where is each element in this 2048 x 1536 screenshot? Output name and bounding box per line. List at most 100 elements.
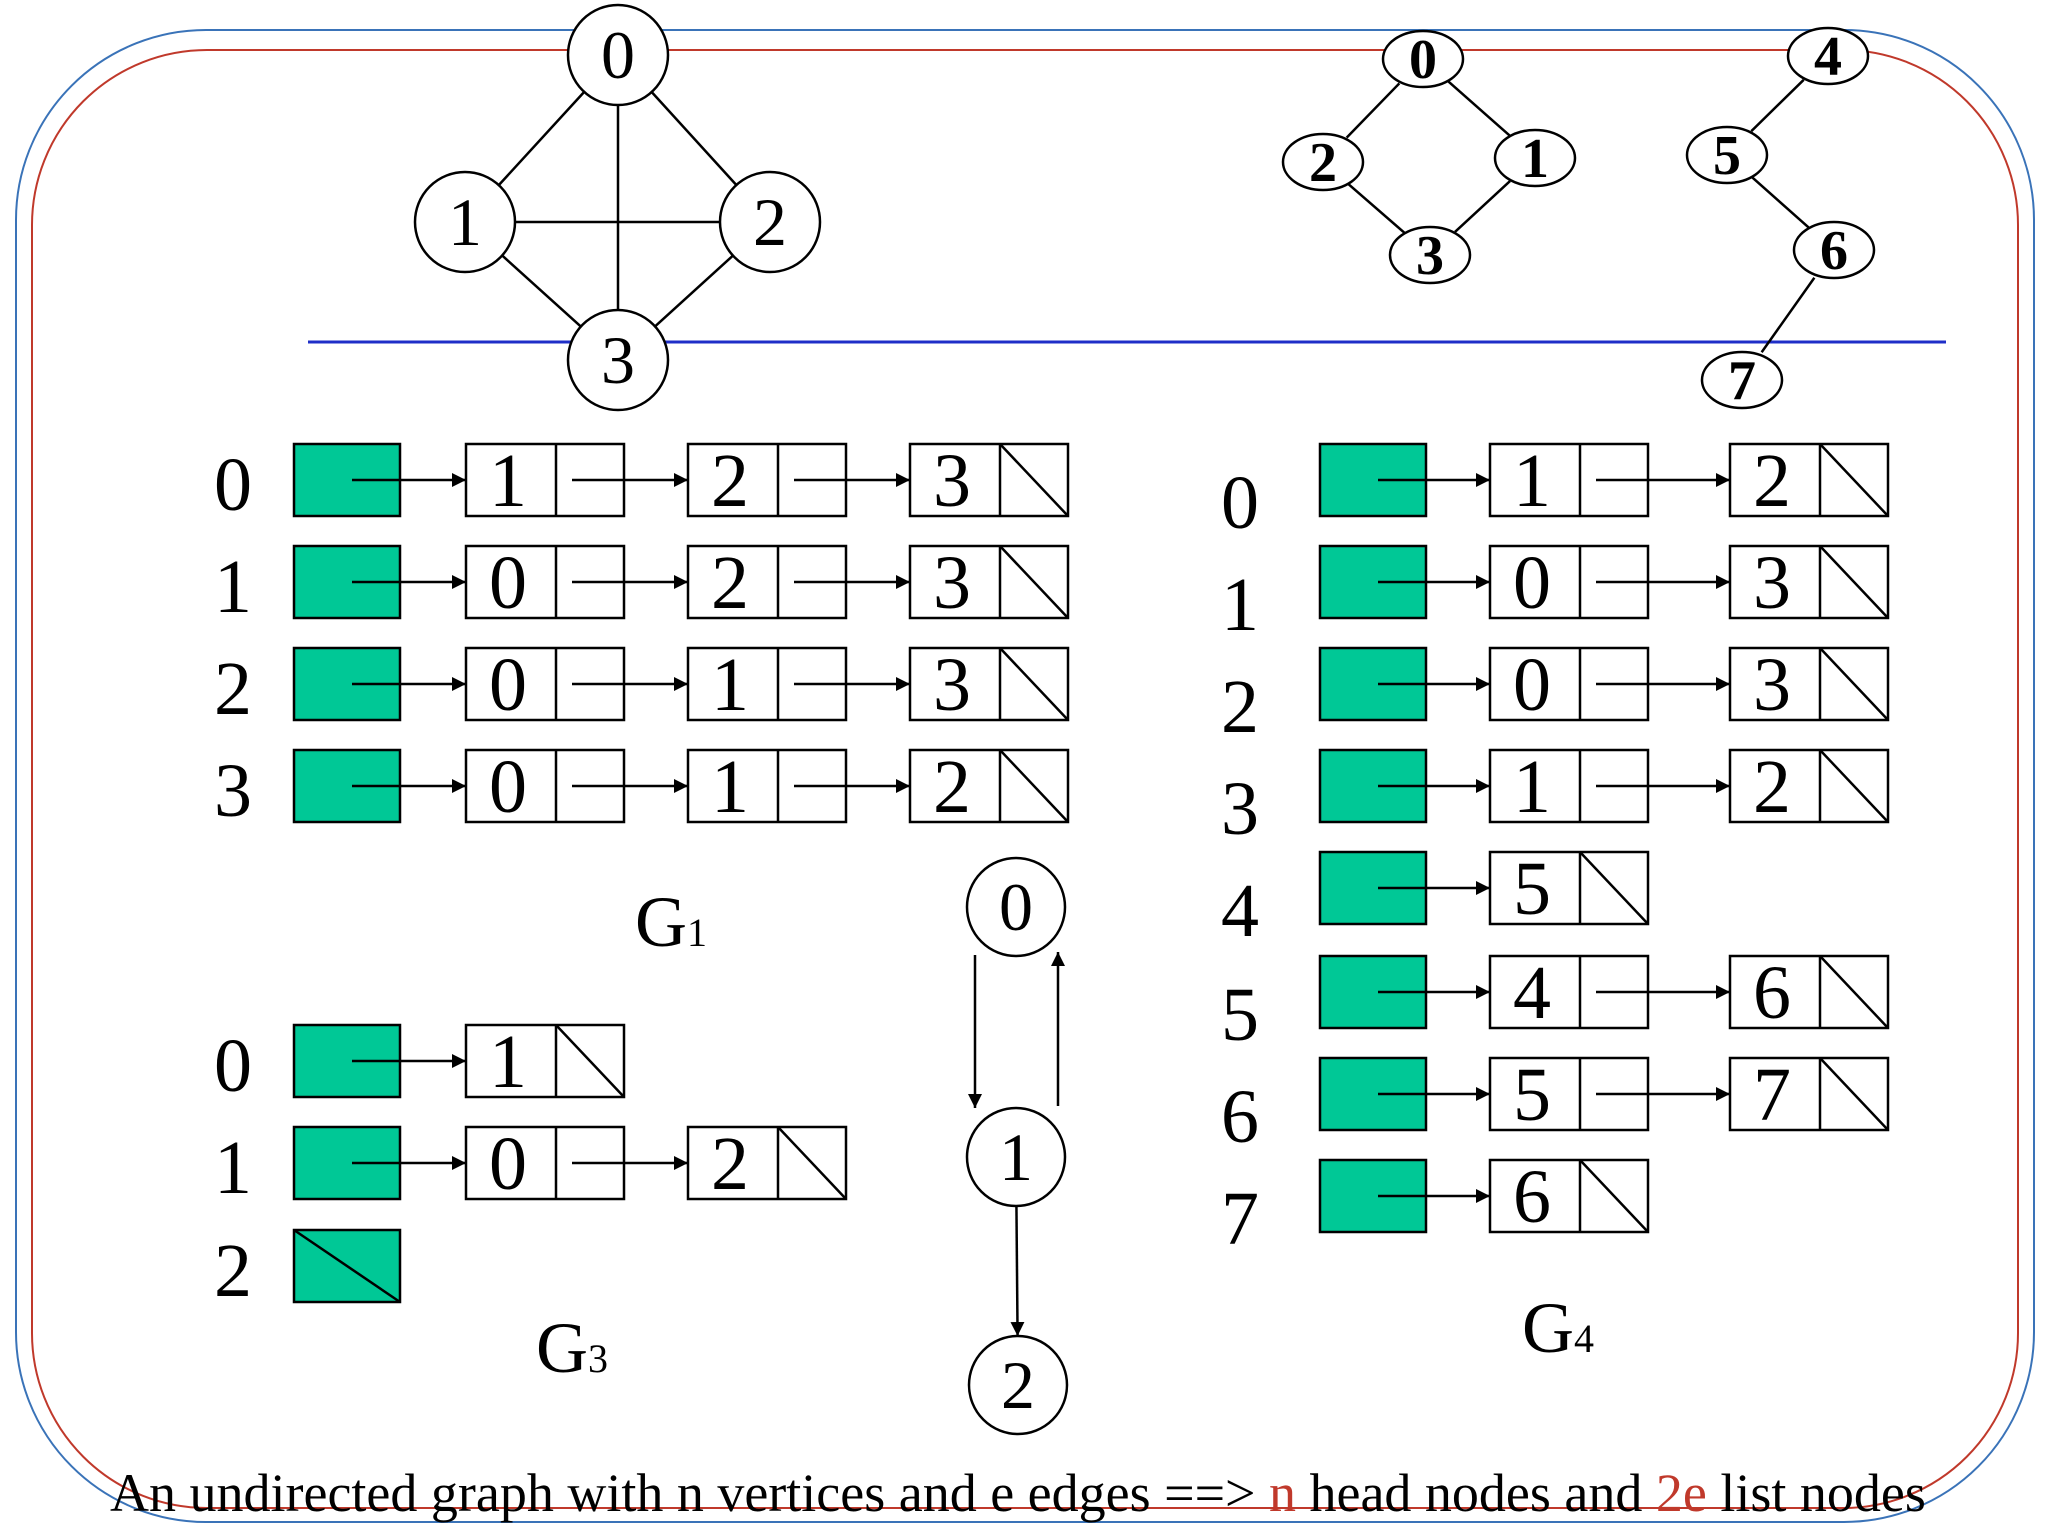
g1-vertex-label-0: 0: [601, 17, 635, 93]
g4-vertex-index-6: 6: [1221, 1075, 1259, 1159]
g4-list-node-value-6-1: 7: [1753, 1053, 1791, 1137]
g1-vertex-3: [566, 308, 670, 412]
g3-list-node-null-1-1: [777, 1126, 847, 1200]
g2-vertex-1: [1493, 128, 1577, 188]
graph-g3: 012: [965, 856, 1069, 1436]
g4-vertex-index-5: 5: [1221, 973, 1259, 1057]
g4-list-node-5-1: [1728, 954, 1890, 1030]
caption-text-2: head nodes and: [1296, 1463, 1656, 1523]
g4-list-node-1-0: [1488, 544, 1650, 620]
g2-edge-6-7: [1760, 277, 1816, 353]
g2-edge-0-2: [1345, 82, 1401, 139]
g2-vertex-label-0: 0: [1409, 29, 1437, 91]
g4-vertex-index-1: 1: [1221, 563, 1259, 647]
g4-vertex-index-7: 7: [1221, 1177, 1259, 1261]
g4-list-node-value-0-1: 2: [1753, 439, 1791, 523]
g4-list-node-value-1-1: 3: [1753, 541, 1791, 625]
g1-vertex-index-3: 3: [214, 749, 252, 833]
g1-vertex-label-3: 3: [601, 322, 635, 398]
g1-edge-0-2: [650, 91, 738, 186]
g4-vertex-index-4: 4: [1221, 869, 1259, 953]
g1-list-node-null-1-2: [999, 545, 1069, 619]
g2-vertex-2: [1281, 132, 1365, 192]
g4-list-node-null-5-1: [1819, 955, 1889, 1029]
g4-list-node-value-1-0: 0: [1513, 541, 1551, 625]
g4-list-node-value-6-0: 5: [1513, 1053, 1551, 1137]
g4-list-node-null-1-1: [1819, 545, 1889, 619]
g4-list-node-2-1: [1728, 646, 1890, 722]
g4-vertex-index-0: 0: [1221, 461, 1259, 545]
g3-vertex-index-1: 1: [214, 1126, 252, 1210]
g2-edge-2-3: [1347, 183, 1406, 234]
g2-vertex-3: [1388, 225, 1472, 285]
g2-vertex-4: [1786, 26, 1870, 86]
g1-list-node-value-0-1: 2: [711, 439, 749, 523]
slide-frame-outer: [15, 29, 2035, 1523]
g4-list-node-value-2-0: 0: [1513, 643, 1551, 727]
caption-text-3: list nodes: [1706, 1463, 1926, 1523]
g1-vertex-1: [413, 170, 517, 274]
g1-list-node-value-2-1: 1: [711, 643, 749, 727]
g1-list-node-null-3-2: [999, 749, 1069, 823]
g1-vertex-index-1: 1: [214, 545, 252, 629]
g1-list-node-null-2-2: [999, 647, 1069, 721]
g3-vertex-index-2: 2: [214, 1229, 252, 1313]
g1-list-node-value-2-2: 3: [933, 643, 971, 727]
g3-list-node-value-1-1: 2: [711, 1122, 749, 1206]
caption-n: n: [1269, 1463, 1296, 1523]
caption: An undirected graph with n vertices and …: [110, 1462, 1926, 1524]
g1-vertex-2: [718, 170, 822, 274]
g1-list-node-value-0-2: 3: [933, 439, 971, 523]
g4-list-node-value-7-0: 6: [1513, 1155, 1551, 1239]
g1-vertex-0: [566, 3, 670, 107]
g4-list-node-4-0: [1488, 850, 1650, 926]
g3-vertex-label-2: 2: [1001, 1347, 1035, 1423]
g2-vertex-label-1: 1: [1521, 128, 1549, 190]
g3-list-node-value-0-0: 1: [489, 1020, 527, 1104]
g1-list-node-value-1-2: 3: [933, 541, 971, 625]
g1-vertex-label-1: 1: [448, 184, 482, 260]
g1-list-node-value-2-0: 0: [489, 643, 527, 727]
g2-edge-0-1: [1447, 80, 1511, 137]
g4-vertex-index-2: 2: [1221, 665, 1259, 749]
g4-list-node-null-3-1: [1819, 749, 1889, 823]
g2-vertex-label-7: 7: [1728, 350, 1756, 412]
g1-vertex-index-0: 0: [214, 443, 252, 527]
g3-edge-1-2: [1010, 1205, 1025, 1337]
g2-vertex-label-3: 3: [1416, 225, 1444, 287]
g2-vertex-0: [1381, 29, 1465, 89]
g4-list-node-value-5-1: 6: [1753, 951, 1791, 1035]
g1-list-node-value-3-1: 1: [711, 745, 749, 829]
g4-list-node-null-2-1: [1819, 647, 1889, 721]
g1-list-node-value-0-0: 1: [489, 439, 527, 523]
caption-2e: 2e: [1655, 1463, 1707, 1523]
g1-edge-1-3: [501, 254, 582, 328]
g2-vertex-5: [1685, 125, 1769, 185]
g3-list-node-value-1-0: 0: [489, 1122, 527, 1206]
g3-list-node-null-0-0: [555, 1024, 625, 1098]
g3-list-node-1-1: [686, 1125, 848, 1201]
g1-vertex-index-2: 2: [214, 647, 252, 731]
g2-edge-5-6: [1751, 176, 1810, 229]
g2-vertex-6: [1792, 220, 1876, 280]
g1-list-node-value-1-1: 2: [711, 541, 749, 625]
g1-list-node-value-3-0: 0: [489, 745, 527, 829]
g2-edge-1-3: [1454, 180, 1511, 233]
g3-list-node-0-0: [464, 1023, 626, 1099]
g2-vertex-label-4: 4: [1814, 26, 1842, 88]
graph-label-g3: G3: [536, 1308, 608, 1388]
g3-head-null-2: [293, 1228, 401, 1304]
g4-list-node-value-5-0: 4: [1513, 951, 1551, 1035]
g4-list-node-value-3-1: 2: [1753, 745, 1791, 829]
g3-vertex-1: [965, 1106, 1067, 1208]
g4-list-node-null-6-1: [1819, 1057, 1889, 1131]
g1-edge-0-1: [497, 91, 586, 186]
g4-list-node-value-2-1: 3: [1753, 643, 1791, 727]
g1-vertex-label-2: 2: [753, 184, 787, 260]
g3-vertex-2: [967, 1334, 1069, 1436]
g4-list-node-null-4-0: [1579, 851, 1649, 925]
g1-list-node-0-2: [908, 442, 1070, 518]
